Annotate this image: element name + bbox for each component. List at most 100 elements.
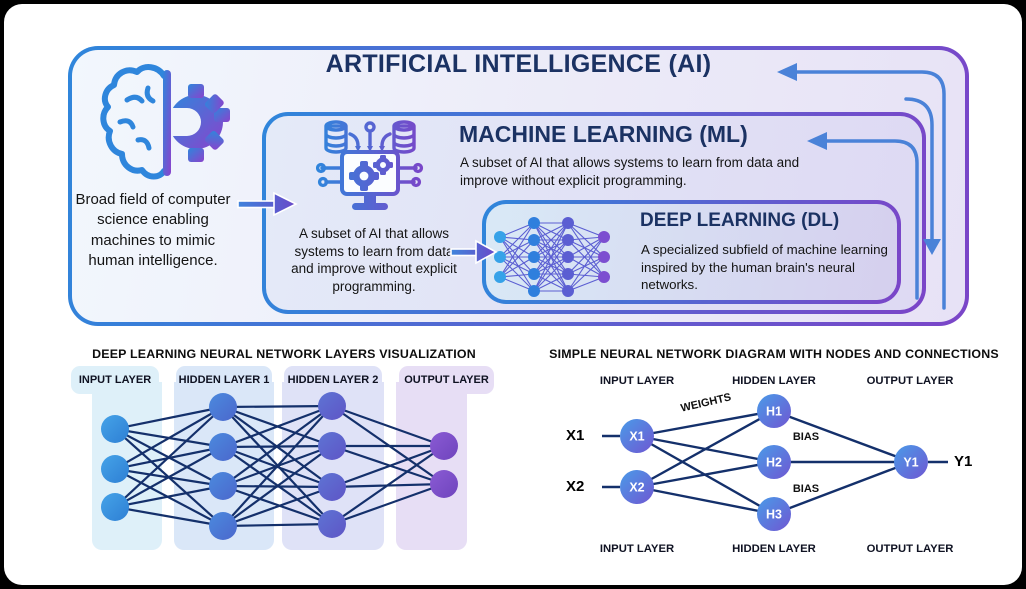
network-edge bbox=[567, 276, 605, 292]
network-edge bbox=[773, 460, 912, 516]
input-layer-bottom-label: INPUT LAYER bbox=[599, 543, 675, 555]
x2-external-label: X2 bbox=[566, 478, 585, 495]
dl-layers-panel: DEEP LEARNING NEURAL NETWORK LAYERS VISU… bbox=[59, 342, 509, 560]
network-edge bbox=[567, 239, 605, 258]
bias-edge-label-2: BIAS bbox=[792, 483, 820, 495]
ml-icon-caption: A subset of AI that allows systems to le… bbox=[291, 226, 457, 294]
network-edge bbox=[567, 256, 605, 278]
simple-network-title: SIMPLE NEURAL NETWORK DIAGRAM WITH NODES… bbox=[549, 347, 999, 361]
output-layer-bottom-label: OUTPUT LAYER bbox=[866, 543, 954, 555]
network-edge bbox=[533, 222, 569, 275]
data-processing-icon bbox=[316, 120, 424, 210]
dl-layers-network bbox=[101, 392, 458, 540]
network-node-label: Y1 bbox=[903, 456, 918, 470]
network-node bbox=[598, 271, 610, 283]
network-edge bbox=[331, 482, 445, 526]
network-edge bbox=[222, 445, 333, 527]
network-node bbox=[562, 234, 574, 246]
network-edge bbox=[567, 222, 605, 278]
network-node bbox=[757, 497, 791, 531]
network-edge bbox=[114, 484, 224, 509]
network-edge bbox=[499, 222, 535, 238]
hidden-layer-bottom-label: HIDDEN LAYER bbox=[732, 543, 816, 555]
network-node bbox=[528, 251, 540, 263]
network-edge bbox=[331, 404, 445, 448]
network-node bbox=[562, 217, 574, 229]
network-edge bbox=[114, 505, 224, 528]
network-node-label: H2 bbox=[766, 456, 782, 470]
network-edge bbox=[222, 405, 333, 527]
network-edge bbox=[567, 236, 605, 258]
bias-edge-label-1: BIAS bbox=[792, 431, 820, 443]
network-node bbox=[430, 470, 458, 498]
x1-external-label: X1 bbox=[566, 427, 585, 444]
network-edge bbox=[636, 409, 775, 438]
arrow-ml-to-dl-icon bbox=[450, 239, 498, 265]
network-edge bbox=[499, 256, 535, 278]
network-edge bbox=[636, 409, 775, 489]
network-node bbox=[757, 445, 791, 479]
hidden-layer-top-label: HIDDEN LAYER bbox=[732, 375, 816, 387]
network-edge bbox=[331, 444, 445, 489]
network-node bbox=[598, 231, 610, 243]
network-edge bbox=[114, 406, 224, 470]
network-edge bbox=[533, 256, 569, 292]
network-node bbox=[562, 251, 574, 263]
network-edge bbox=[331, 444, 445, 486]
network-node bbox=[528, 285, 540, 297]
neural-network-icon bbox=[494, 217, 610, 297]
network-edge bbox=[636, 485, 775, 516]
network-edge bbox=[567, 222, 605, 238]
network-edge bbox=[533, 222, 569, 258]
network-edge bbox=[114, 406, 224, 508]
network-node bbox=[528, 217, 540, 229]
network-edge bbox=[114, 446, 224, 508]
network-edge bbox=[499, 239, 535, 278]
hidden-layer-1-pill: HIDDEN LAYER 1 bbox=[176, 366, 272, 394]
network-node bbox=[562, 285, 574, 297]
network-node bbox=[209, 472, 237, 500]
network-node bbox=[620, 419, 654, 453]
network-edge bbox=[533, 222, 569, 241]
network-node bbox=[209, 433, 237, 461]
network-node-label: H1 bbox=[766, 405, 782, 419]
network-edge bbox=[567, 256, 605, 292]
infographic-card: ARTIFICIAL INTELLIGENCE (AI) Broad field… bbox=[4, 4, 1022, 585]
dl-title: DEEP LEARNING (DL) bbox=[640, 210, 840, 231]
network-edge bbox=[499, 222, 535, 258]
network-node bbox=[757, 394, 791, 428]
output-layer-column bbox=[396, 382, 467, 550]
input-layer-top-label: INPUT LAYER bbox=[599, 375, 675, 387]
network-edge bbox=[567, 256, 605, 275]
network-node bbox=[430, 432, 458, 460]
network-edge bbox=[533, 239, 569, 292]
network-edge bbox=[222, 405, 333, 487]
network-node bbox=[209, 512, 237, 540]
network-node bbox=[318, 432, 346, 460]
network-edge bbox=[567, 236, 605, 292]
network-node bbox=[209, 393, 237, 421]
network-edge bbox=[222, 485, 333, 528]
network-node bbox=[494, 271, 506, 283]
network-edge bbox=[499, 256, 535, 292]
network-node bbox=[620, 470, 654, 504]
network-edge bbox=[499, 239, 535, 258]
network-edge bbox=[222, 404, 333, 449]
network-node bbox=[101, 493, 129, 521]
network-node bbox=[528, 268, 540, 280]
network-node-label: X2 bbox=[629, 481, 644, 495]
network-edge bbox=[533, 273, 569, 292]
network-node-label: X1 bbox=[629, 430, 644, 444]
ai-description: Broad field of computer science enabling… bbox=[75, 191, 231, 269]
output-layer-top-label: OUTPUT LAYER bbox=[866, 375, 954, 387]
network-edge bbox=[499, 276, 535, 292]
ai-title: ARTIFICIAL INTELLIGENCE (AI) bbox=[325, 50, 712, 78]
network-edge bbox=[114, 405, 224, 431]
network-edge bbox=[222, 404, 333, 409]
network-edge bbox=[222, 484, 333, 526]
dl-description: A specialized subfield of machine learni… bbox=[641, 242, 888, 293]
ml-subtitle: A subset of AI that allows systems to le… bbox=[460, 155, 800, 188]
network-edge bbox=[331, 445, 445, 525]
